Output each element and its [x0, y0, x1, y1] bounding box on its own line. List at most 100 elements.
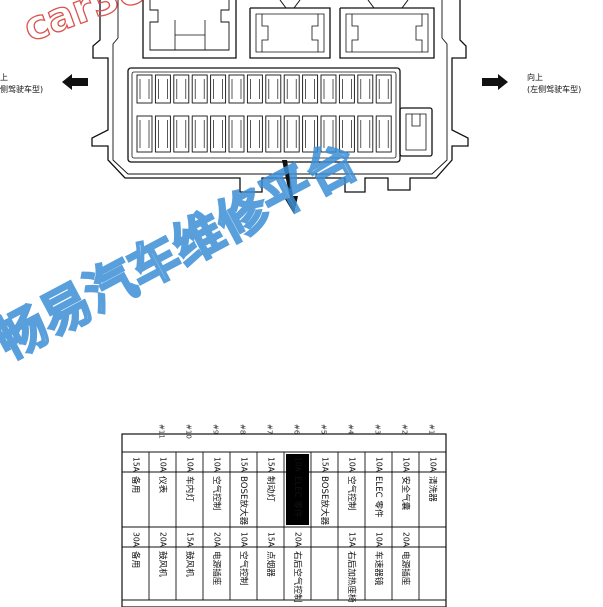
fuse-label-bottom: 电源插座: [211, 551, 223, 586]
fuse-number: #3: [374, 424, 382, 434]
fuse-label-top: 空气控制: [211, 476, 223, 510]
fuse-slot: [154, 115, 171, 153]
fuse-slot: [173, 74, 190, 104]
fuse-label-bottom: 鼓风机: [184, 551, 196, 577]
fuse-number: #7: [266, 424, 274, 434]
fuse-amp-top: 10A: [429, 457, 438, 473]
fuse-amp-bottom: 15A: [186, 532, 195, 548]
right-label-line1: 向上: [527, 72, 543, 82]
fuse-number: #8: [239, 424, 247, 434]
fuse-slot: [191, 74, 208, 104]
fuse-slot: [154, 74, 171, 104]
watermark-cn: 畅易汽车维修平台: [0, 132, 367, 371]
fuse-slot: [246, 115, 263, 153]
fuse-slot: [173, 115, 190, 153]
fuse-amp-top: 10A: [402, 457, 411, 473]
fuse-label-bottom: 鼓风机: [157, 551, 169, 577]
fuse-label-top: ELEC 零件: [292, 476, 304, 518]
fuse-slot: [338, 115, 355, 153]
fuse-amp-bottom: 30A: [132, 532, 141, 548]
fuse-number: #11: [158, 424, 166, 439]
left-arrow-icon: [62, 74, 88, 90]
fuse-column: #1 10A 清洗器: [418, 424, 446, 601]
fuse-number: #4: [347, 424, 355, 435]
fuse-amp-bottom: 20A: [402, 532, 411, 548]
fuse-slot: [357, 74, 374, 104]
fuse-label-top: 清洗器: [427, 476, 439, 502]
fuse-label-bottom: 空气控制: [238, 551, 250, 585]
fuse-label-top: 车内灯: [184, 476, 196, 502]
fuse-column: #5 15A BOSE放大器: [310, 424, 338, 601]
fuse-amp-top: 10A: [159, 457, 168, 473]
fuse-slot: [210, 74, 227, 104]
fuse-slot: [283, 115, 300, 153]
fuse-amp-top: 15A: [132, 457, 141, 473]
fuse-label-bottom: 右后空气控制: [292, 551, 304, 603]
fuse-amp-bottom: 20A: [294, 532, 303, 548]
fuse-label-bottom: 车速器镜: [373, 551, 385, 586]
fuse-slot: [375, 115, 392, 153]
fuse-label-bottom: 点烟器: [265, 551, 276, 577]
fuse-amp-bottom: 20A: [213, 532, 222, 548]
fuse-slot: [357, 115, 374, 153]
fuse-amp-top: 10A: [294, 457, 303, 473]
fuse-amp-bottom: 20A: [159, 532, 168, 548]
fuse-slot: [228, 74, 245, 104]
fuse-amp-bottom: 10A: [375, 532, 384, 548]
fuse-column: #4 10A 空气控制 15A 右后加热座椅: [337, 424, 365, 603]
fuse-label-top: 安全气囊: [400, 476, 412, 511]
fuse-label-bottom: 备用: [130, 551, 142, 568]
fuse-number: #6: [293, 424, 301, 435]
fuse-amp-bottom: 10A: [240, 532, 249, 548]
fuse-slot: [246, 74, 263, 104]
fuse-slot: [265, 115, 282, 153]
fuse-number: #5: [320, 424, 328, 434]
down-arrow-icon: [282, 160, 298, 214]
fuse-slot: [338, 74, 355, 104]
fuse-slot: [283, 74, 300, 104]
fuse-number: #9: [212, 424, 220, 434]
left-label-line1: 上: [0, 73, 8, 82]
fuse-slot: [302, 115, 319, 153]
right-label-line2: (左侧驾驶车型): [527, 84, 581, 94]
fuse-table: #1 10A 清洗器 #2 10A 安全气囊 20A 电源插座 #3 10A ELEC 零件 10A 车…: [121, 424, 447, 607]
fuse-amp-top: 15A: [321, 457, 330, 473]
fuse-label-top: BOSE放大器: [238, 476, 250, 526]
fuse-amp-top: 10A: [348, 457, 357, 473]
fuse-slot: [320, 115, 337, 153]
fuse-label-bottom: 右后加热座椅: [346, 551, 358, 603]
fuse-label-top: BOSE放大器: [319, 476, 331, 526]
fuse-number: #10: [185, 424, 193, 439]
right-arrow-icon: [482, 74, 508, 90]
fuse-slot: [136, 115, 153, 153]
watermark-site: car3c: [18, 0, 148, 51]
fuse-amp-top: 15A: [267, 457, 276, 473]
fuse-label-top: 备用: [130, 476, 142, 493]
fuse-slot: [228, 115, 245, 153]
fuse-number: #1: [428, 424, 436, 434]
fuse-column: #7 15A 制动灯 15A 点烟器: [256, 424, 284, 601]
fuse-slot: [375, 74, 392, 104]
fuse-amp-top: 10A: [375, 457, 384, 473]
fuse-label-top: 空气控制: [346, 476, 358, 510]
fuse-slot: [136, 74, 153, 104]
fuse-slots: [136, 74, 392, 153]
fuse-column: 15A 备用 30A 备用: [122, 451, 149, 601]
fuse-slot: [302, 74, 319, 104]
fuse-column: #3 10A ELEC 零件 10A 车速器镜: [364, 424, 392, 601]
fuse-box-outline: [91, 0, 469, 193]
fuse-column: #6 10A ELEC 零件 20A 右后空气控制: [283, 424, 311, 603]
fuse-slot: [265, 74, 282, 104]
fuse-amp-bottom: 15A: [267, 532, 276, 548]
fuse-slot: [210, 115, 227, 153]
fuse-label-top: 制动灯: [265, 476, 277, 502]
fuse-label-top: ELEC 零件: [373, 476, 385, 518]
fuse-slot: [191, 115, 208, 153]
fuse-number: #2: [401, 424, 409, 434]
fuse-amp-bottom: 15A: [348, 532, 357, 548]
